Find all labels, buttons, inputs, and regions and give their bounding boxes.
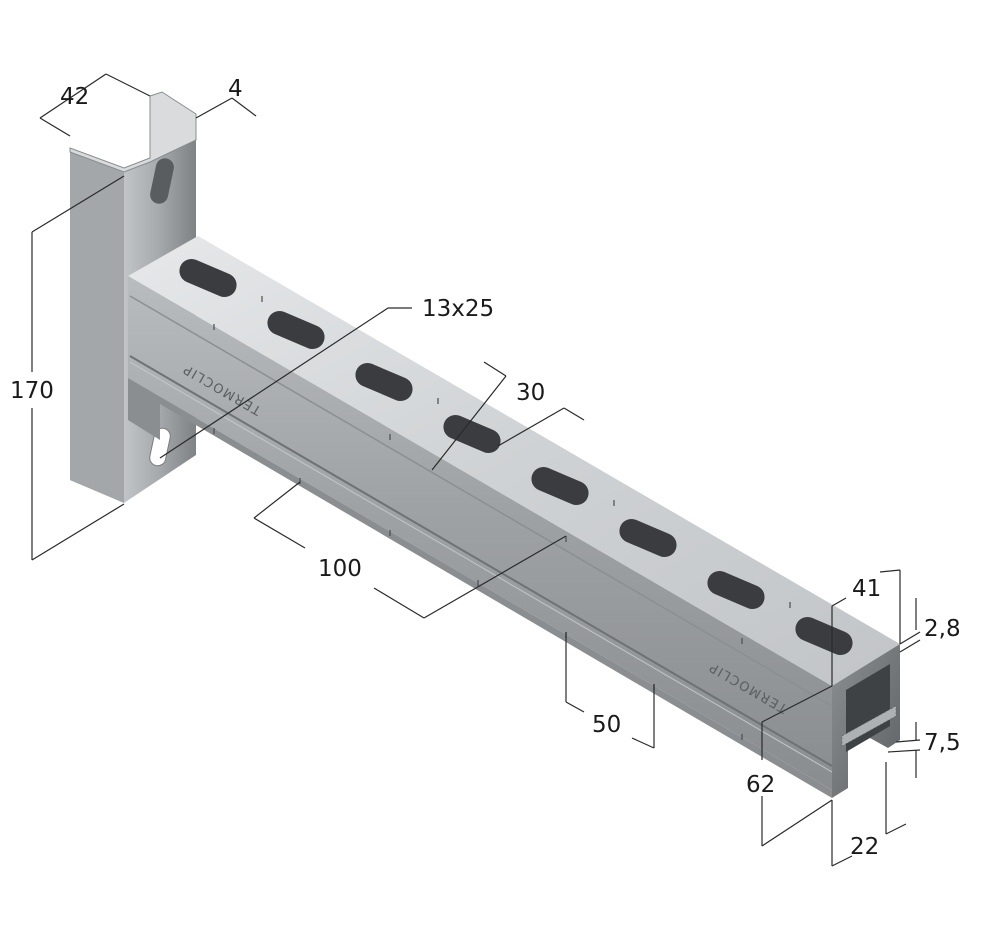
arm-slot-6 [619, 518, 677, 558]
arm-end-teeth [841, 705, 897, 747]
dimension-labels: 42 4 170 13x25 30 100 50 41 2,8 7,5 62 2… [10, 76, 961, 860]
dim-slot-size: 13x25 [422, 296, 494, 322]
upright-front-flange [70, 148, 124, 503]
arm-slots [179, 258, 853, 656]
arm-slot-1 [179, 258, 237, 298]
dim-wall-thickness: 2,8 [924, 616, 961, 642]
arm-slot-2 [267, 310, 325, 350]
dim-channel-height: 62 [746, 772, 775, 798]
arm-side-face [128, 276, 832, 790]
arm-slot-5 [531, 466, 589, 506]
dim-upright-width: 42 [60, 84, 89, 110]
dim-mark-spacing: 50 [592, 712, 621, 738]
arm-channel: TERMOCLIP TERMOCLIP [128, 236, 900, 798]
upright-slot-bottom [149, 427, 171, 467]
arm-top-face [128, 236, 900, 686]
dim-lip-depth: 7,5 [924, 730, 961, 756]
arm-groove-lower [129, 361, 833, 773]
upright-slot-top [150, 158, 174, 204]
arm-groove-upper [129, 295, 833, 707]
arm-lower-strip [128, 378, 832, 798]
dim-slot-opening: 22 [850, 834, 879, 860]
dim-slot-pitch: 30 [516, 380, 545, 406]
dimension-lines [31, 73, 921, 867]
dim-upright-height: 170 [10, 378, 54, 404]
dim-hole-spacing: 100 [318, 556, 362, 582]
arm-slot-7 [707, 570, 765, 610]
arm-slot-3 [355, 362, 413, 402]
arm-slot-4 [443, 414, 501, 454]
arm-slot-8 [795, 616, 853, 656]
dim-upright-thickness: 4 [228, 76, 243, 102]
arm-groove-middle [129, 355, 833, 767]
dim-channel-width: 41 [852, 576, 881, 602]
upright-top-rim [69, 91, 197, 173]
